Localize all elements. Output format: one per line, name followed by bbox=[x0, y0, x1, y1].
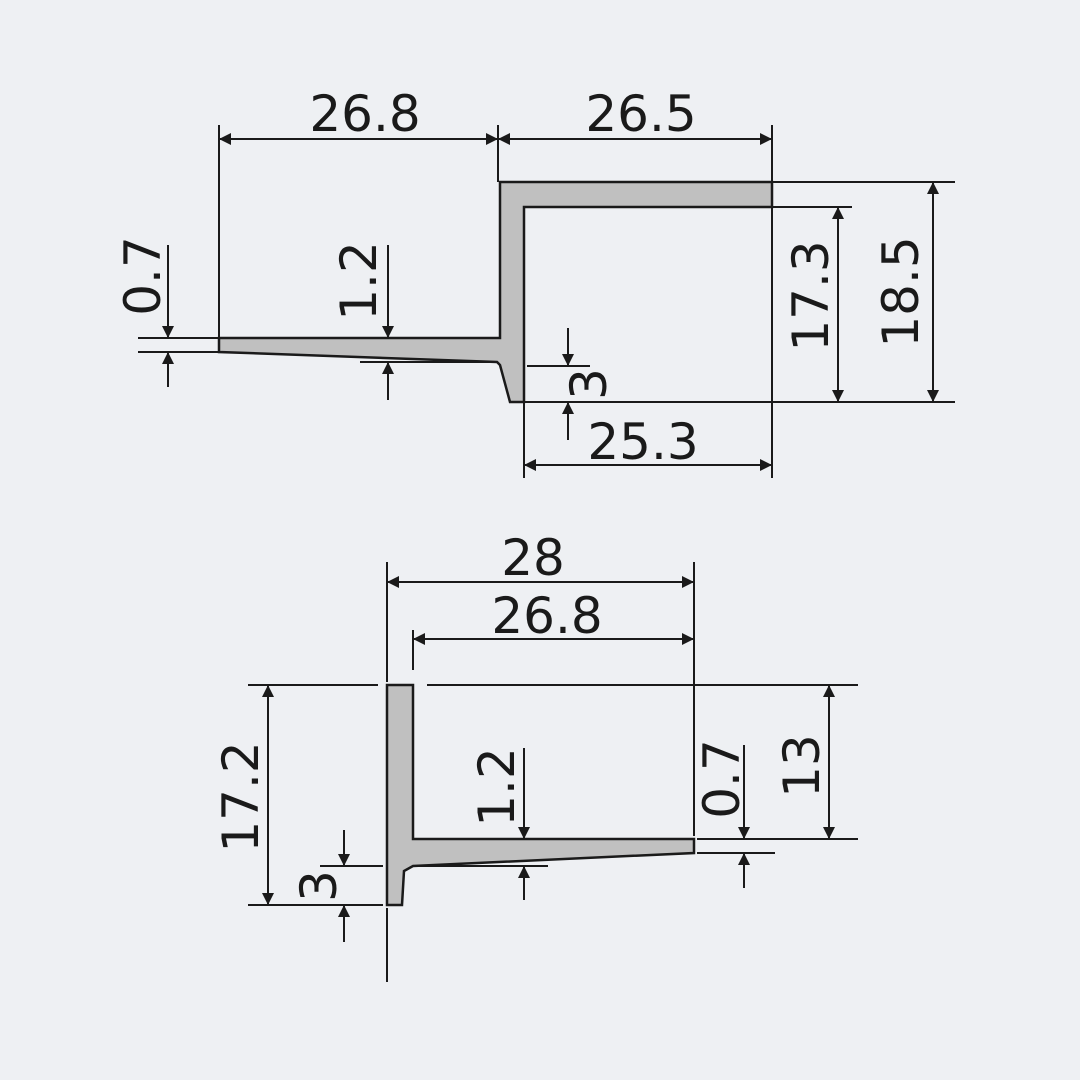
label-top-flange-tip-thickness: 0.7 bbox=[114, 236, 172, 316]
label-bottom-flange-tip-thickness: 0.7 bbox=[693, 739, 751, 819]
label-bottom-total-height: 17.2 bbox=[212, 741, 270, 852]
label-top-flange-length: 26.8 bbox=[309, 85, 420, 143]
label-top-flange-root-thickness: 1.2 bbox=[330, 241, 388, 321]
bottom-profile-shape bbox=[385, 683, 696, 907]
label-bottom-flange-length: 26.8 bbox=[491, 587, 602, 645]
top-profile: 26.8 26.5 18.5 17.3 25.3 3 0.7 1.2 bbox=[114, 85, 955, 478]
label-bottom-leg-thickness: 3 bbox=[290, 870, 348, 902]
label-bottom-total-width: 28 bbox=[501, 529, 565, 587]
label-top-bottom-width: 25.3 bbox=[587, 413, 698, 471]
label-top-total-height: 18.5 bbox=[872, 236, 930, 347]
top-profile-shape bbox=[217, 180, 774, 404]
label-top-width: 26.5 bbox=[585, 85, 696, 143]
label-bottom-flange-root-thickness: 1.2 bbox=[468, 747, 526, 827]
label-top-inner-height: 17.3 bbox=[782, 240, 840, 351]
label-bottom-flange-height: 13 bbox=[773, 734, 831, 798]
label-top-leg-thickness: 3 bbox=[560, 368, 618, 400]
bottom-profile: 28 26.8 17.2 13 3 1.2 0.7 bbox=[212, 529, 858, 982]
